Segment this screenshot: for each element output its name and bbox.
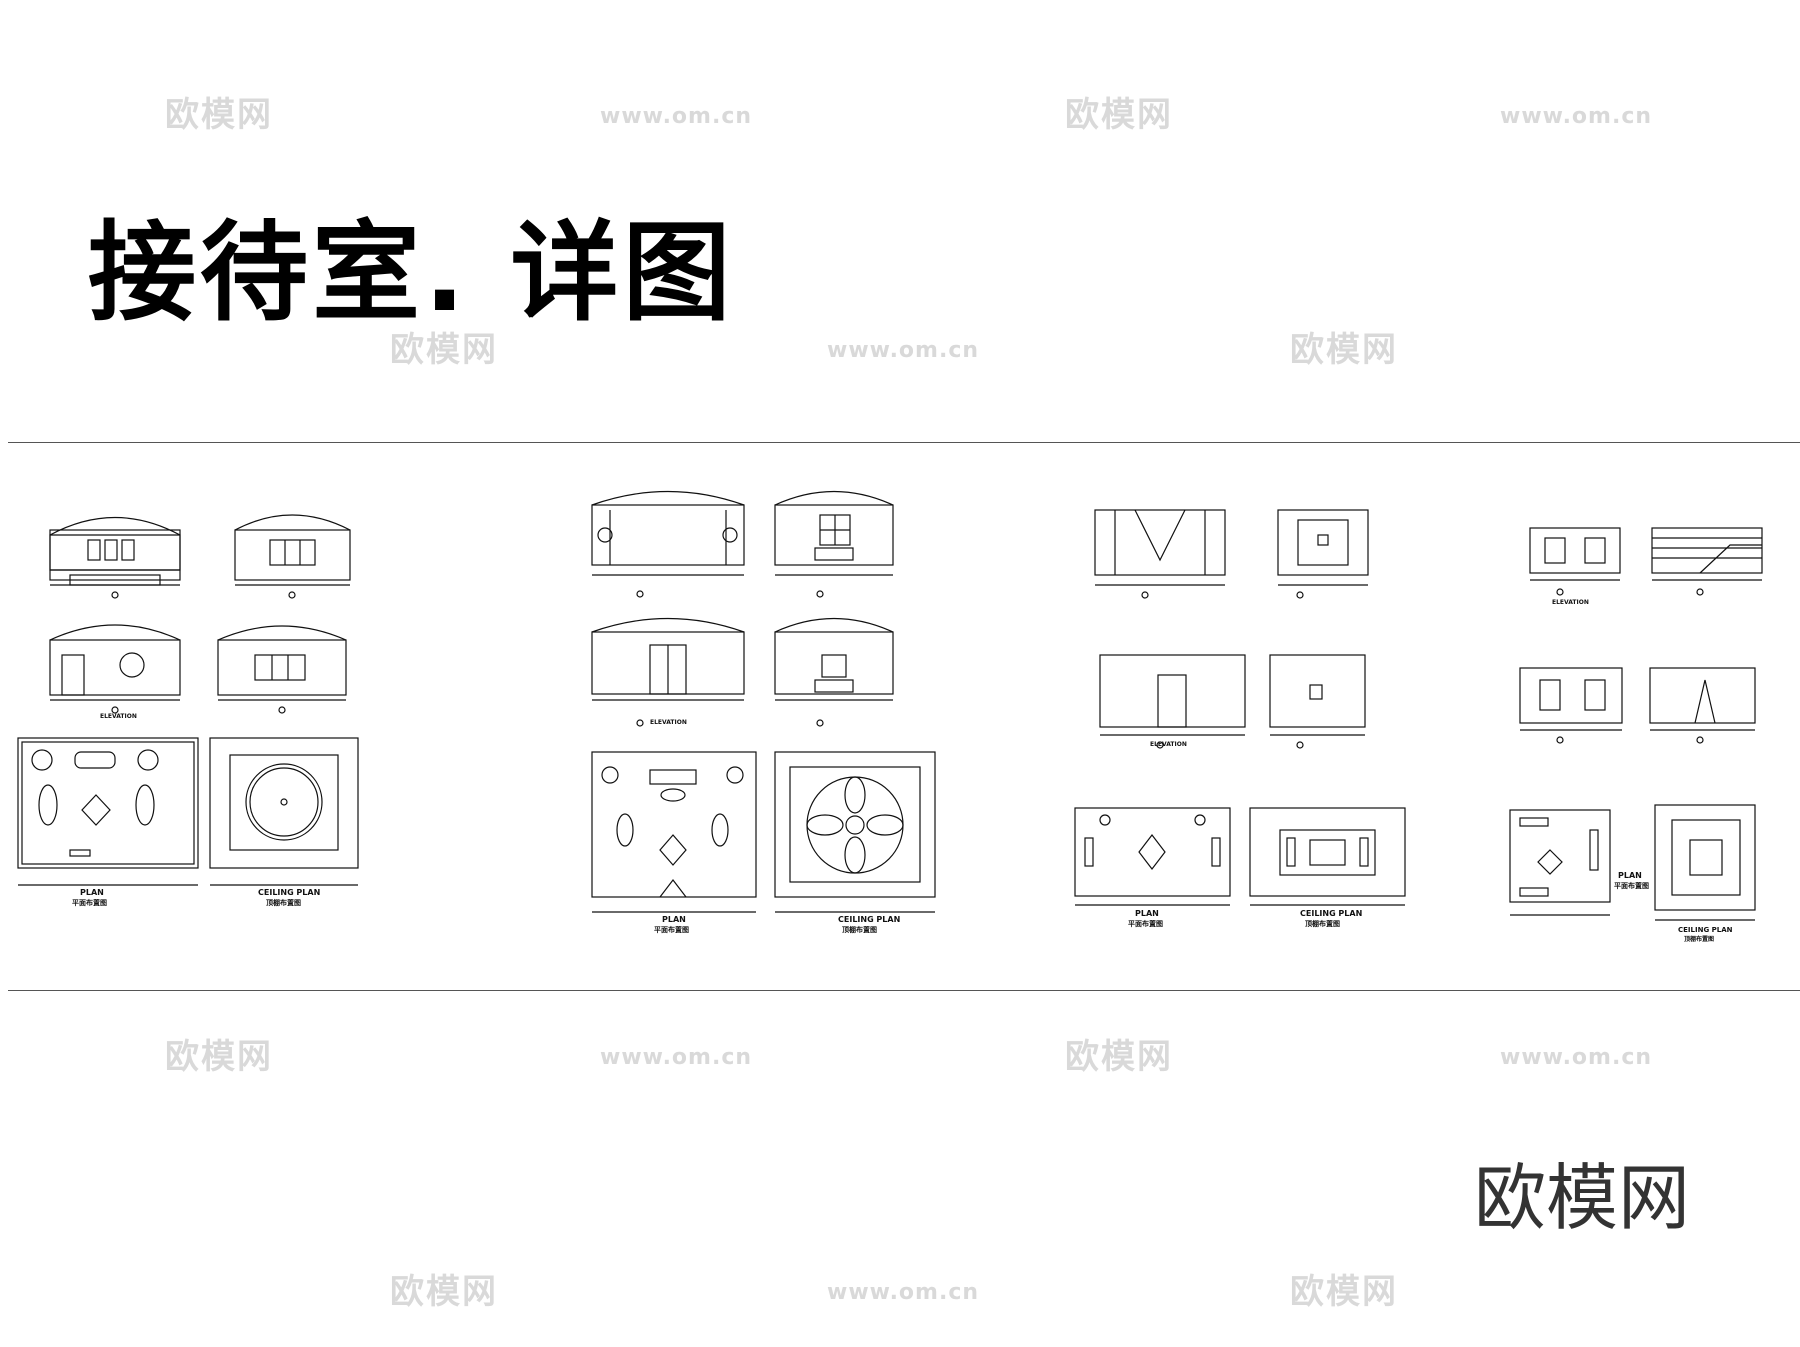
floor-plan: [17, 737, 199, 886]
elevation-drawing: [774, 490, 894, 598]
sheet-1: [17, 514, 359, 886]
elevation-drawing: [1649, 667, 1756, 744]
watermark-brand: 欧模网: [1065, 95, 1173, 135]
elevation-label: ELEVATION: [650, 719, 687, 726]
ceiling-plan: [1654, 804, 1756, 921]
watermark-brand: 欧模网: [1065, 1037, 1173, 1077]
plan-label: PLAN: [80, 888, 104, 897]
ceiling-plan-label: CEILING PLAN: [838, 915, 900, 924]
elevation-drawing: [1651, 527, 1763, 596]
elevation-label: ELEVATION: [1552, 599, 1589, 606]
elevation-drawing: [1529, 527, 1621, 596]
plan-label: PLAN: [1618, 871, 1642, 880]
watermark-url: www.om.cn: [600, 1045, 753, 1070]
elevation-drawing: [217, 625, 347, 714]
sheet-4: [1509, 527, 1763, 921]
sheet-2: [591, 490, 936, 913]
elevation-drawing: [591, 617, 745, 727]
plan-subtitle: 平面布置图: [1128, 919, 1163, 928]
ceiling-plan: [1249, 807, 1406, 906]
elevation-drawing: [1094, 509, 1226, 599]
elevation-label: ELEVATION: [1150, 741, 1187, 748]
ceiling-plan-subtitle: 顶棚布置图: [1305, 919, 1340, 928]
brand-watermark-logo: 欧模网: [1474, 1156, 1691, 1240]
elevation-drawing: [774, 617, 894, 727]
watermark-brand: 欧模网: [165, 1037, 273, 1077]
elevation-drawing: [49, 516, 181, 599]
watermark-brand: 欧模网: [390, 1272, 498, 1312]
ceiling-plan-label: CEILING PLAN: [1678, 926, 1733, 934]
plan-label: PLAN: [662, 915, 686, 924]
watermark-brand: 欧模网: [1290, 1272, 1398, 1312]
elevation-drawing: [1099, 654, 1246, 749]
elevation-drawing: [49, 624, 181, 714]
elevation-label: ELEVATION: [100, 713, 137, 720]
watermark-url: www.om.cn: [600, 104, 753, 129]
elevation-drawing: [1519, 667, 1623, 744]
top-divider: [8, 442, 1800, 443]
bottom-divider: [8, 990, 1800, 991]
ceiling-plan-label: CEILING PLAN: [258, 888, 320, 897]
ceiling-plan-label: CEILING PLAN: [1300, 909, 1362, 918]
watermark-brand: 欧模网: [1290, 330, 1398, 370]
watermark-brand: 欧模网: [390, 330, 498, 370]
floor-plan: [1509, 809, 1611, 916]
watermark-url: www.om.cn: [1500, 104, 1653, 129]
elevation-drawing: [1269, 654, 1366, 749]
watermark-brand: 欧模网: [165, 95, 273, 135]
ceiling-plan-subtitle: 顶棚布置图: [842, 925, 877, 934]
page-title: 接待室. 详图: [88, 211, 735, 336]
elevation-drawing: [234, 514, 351, 599]
plan-label: PLAN: [1135, 909, 1159, 918]
ceiling-plan-subtitle: 顶棚布置图: [1684, 935, 1714, 943]
plan-subtitle: 平面布置图: [1614, 881, 1649, 890]
floor-plan: [1074, 807, 1231, 906]
plan-subtitle: 平面布置图: [654, 925, 689, 934]
ceiling-plan: [209, 737, 359, 886]
elevation-drawing: [1277, 509, 1369, 599]
floor-plan: [591, 751, 757, 913]
ceiling-plan-subtitle: 顶棚布置图: [266, 898, 301, 907]
sheet-3: [1074, 509, 1406, 906]
watermark-url: www.om.cn: [827, 1280, 980, 1305]
watermark-url: www.om.cn: [1500, 1045, 1653, 1070]
elevation-drawing: [591, 490, 745, 598]
watermark-url: www.om.cn: [827, 338, 980, 363]
ceiling-plan: [774, 751, 936, 913]
plan-subtitle: 平面布置图: [72, 898, 107, 907]
